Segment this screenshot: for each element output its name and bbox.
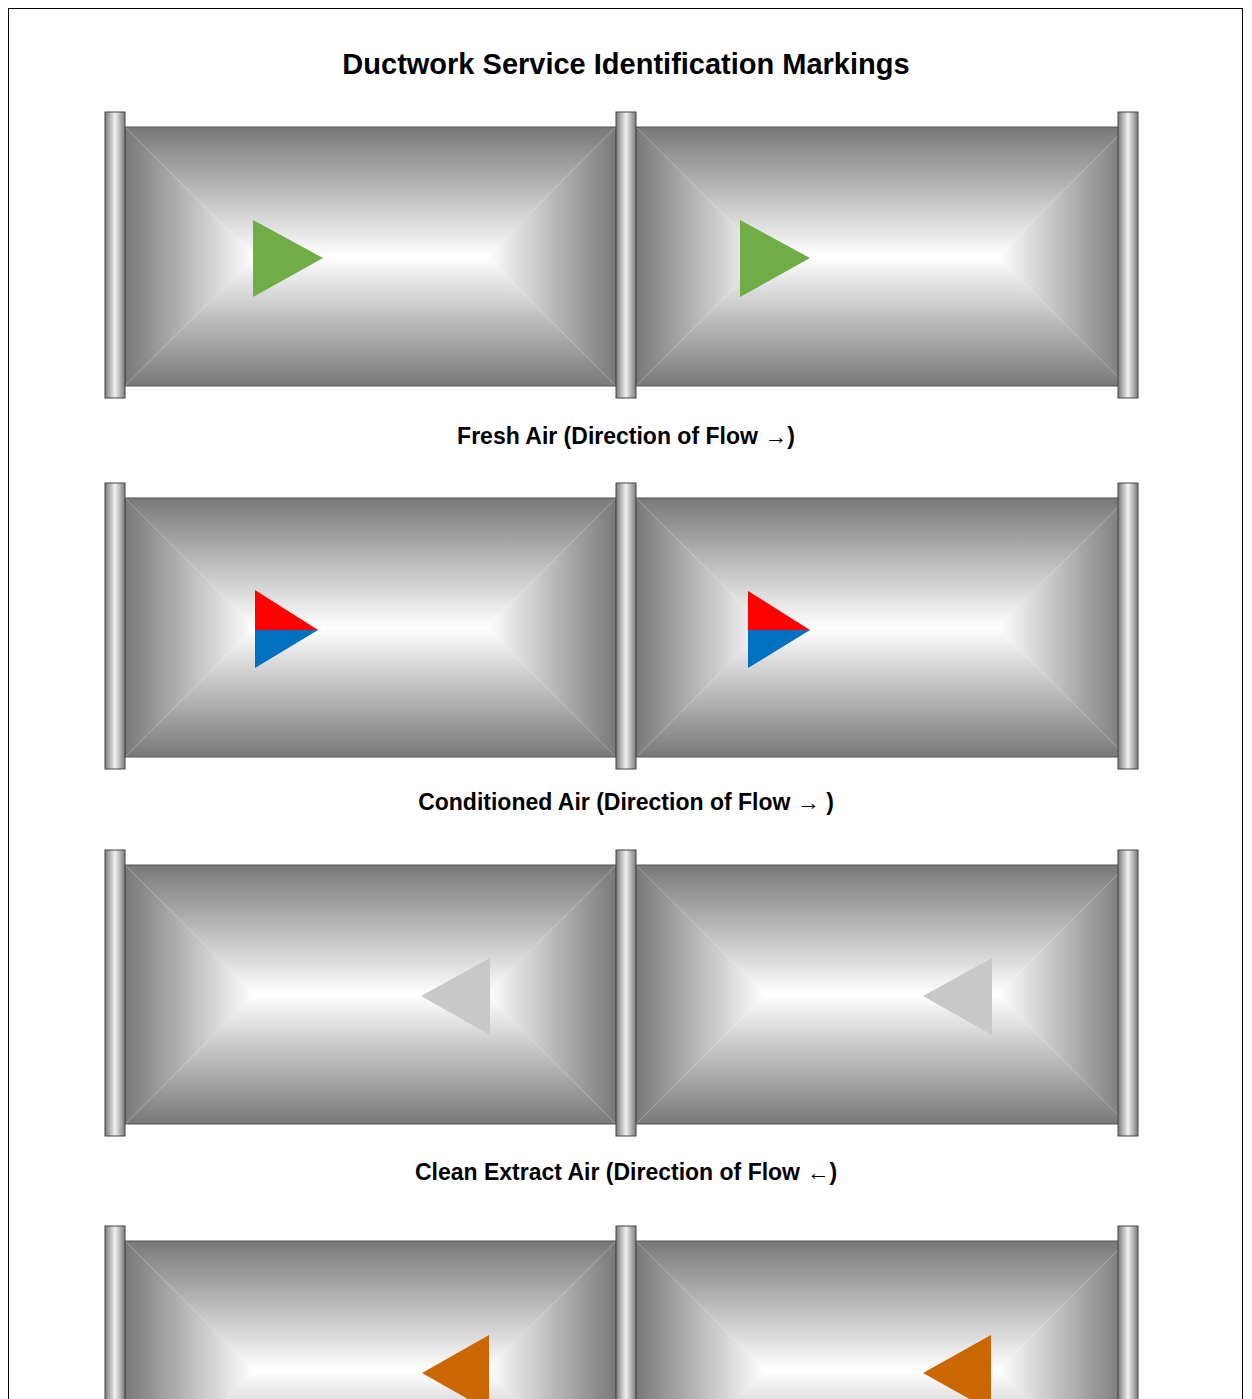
duct-row [105,483,1138,769]
duct-row [105,112,1138,398]
duct-row [105,850,1138,1136]
flow-caption: Clean Extract Air (Direction of Flow ←) [0,1159,1252,1186]
flow-arrow [255,590,318,630]
duct-row [105,1226,1138,1399]
flow-arrow [253,220,323,297]
diagram-title: Ductwork Service Identification Markings [0,48,1252,81]
flow-arrow [422,1335,489,1399]
flow-caption: Fresh Air (Direction of Flow →) [0,423,1252,450]
flow-arrow [421,958,490,1035]
flow-arrow [748,591,810,630]
flow-arrow [923,1335,991,1399]
flow-arrow [748,630,810,668]
flow-caption: Conditioned Air (Direction of Flow → ) [0,789,1252,816]
flow-arrow [740,220,810,297]
flow-arrow [923,958,992,1035]
flow-arrow [255,630,318,668]
